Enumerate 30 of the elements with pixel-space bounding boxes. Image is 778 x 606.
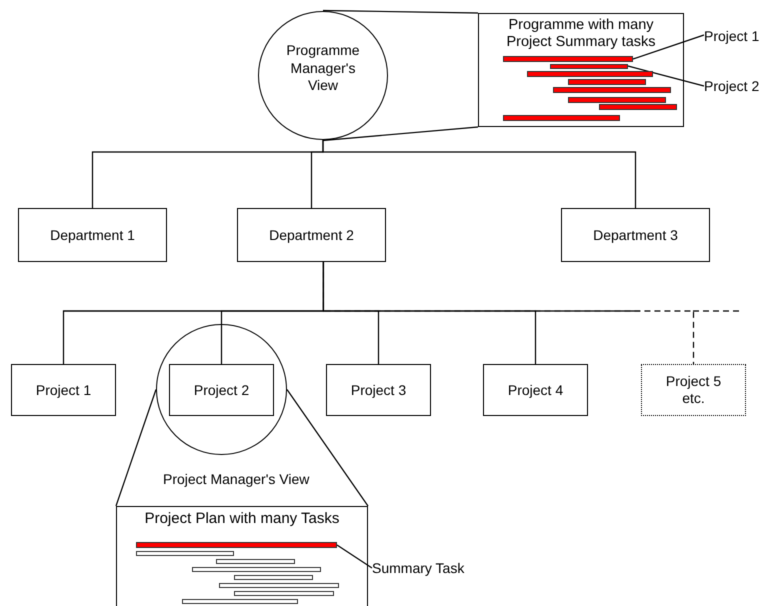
connector-line xyxy=(322,262,694,364)
org-box: Project 4 xyxy=(483,364,588,416)
org-box: Project 2 xyxy=(169,364,274,416)
zoom-line xyxy=(115,389,157,506)
org-box: Department 1 xyxy=(18,208,167,262)
leader-label: Summary Task xyxy=(372,558,472,578)
org-box: Department 2 xyxy=(237,208,386,262)
chart-panel xyxy=(478,13,684,127)
gantt-bar xyxy=(136,542,337,548)
view-label: Project Manager's View xyxy=(163,471,310,487)
magnifier-circle xyxy=(156,324,287,455)
leader-line xyxy=(632,34,704,60)
gantt-bar xyxy=(503,56,633,62)
chart-panel xyxy=(116,506,368,606)
panel-title: Project Plan with many Tasks xyxy=(144,510,340,527)
dashed-box: Project 5 etc. xyxy=(641,364,746,416)
connector-line xyxy=(322,140,636,208)
leader-line xyxy=(336,544,372,568)
leader-label: Project 2 xyxy=(704,76,778,96)
zoom-line xyxy=(322,126,478,142)
org-box: Department 3 xyxy=(561,208,710,262)
leader-line xyxy=(628,65,704,87)
org-box: Project 1 xyxy=(11,364,116,416)
org-box: Project 3 xyxy=(326,364,431,416)
zoom-line xyxy=(286,389,368,506)
view-circle: Programme Manager's View xyxy=(258,11,388,140)
gantt-bar xyxy=(550,64,628,69)
panel-title: Programme with many Project Summary tasks xyxy=(505,17,657,51)
zoom-line xyxy=(323,10,478,14)
leader-label: Project 1 xyxy=(704,26,778,46)
